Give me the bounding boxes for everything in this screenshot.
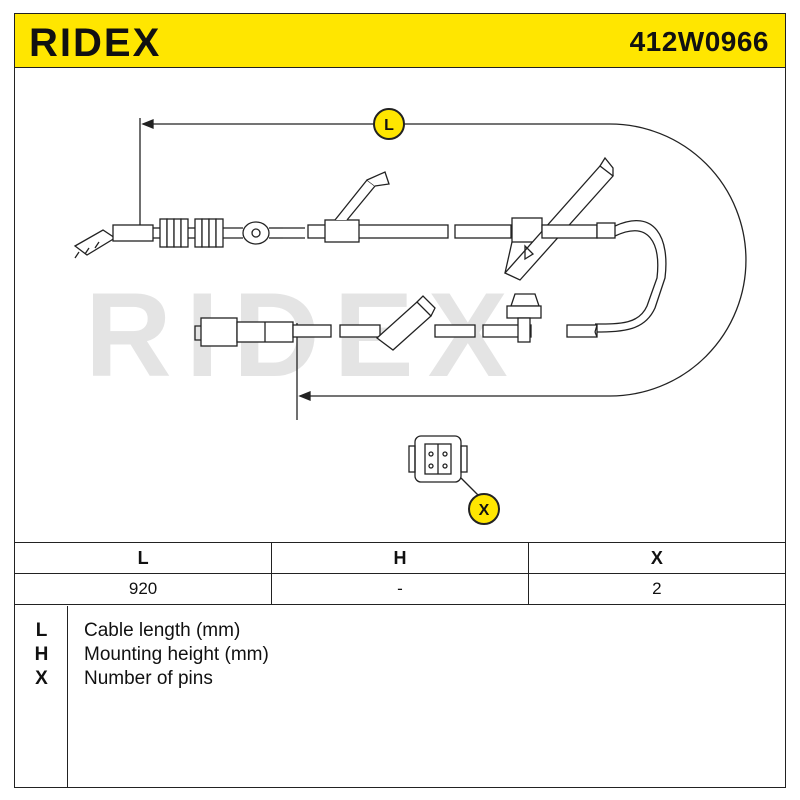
connector-pin-view [408, 435, 484, 501]
ridex-logo: RIDEX [29, 21, 161, 64]
cable-drawing: RIDEX [73, 108, 747, 525]
header-bar: RIDEX 412W0966 [15, 14, 785, 68]
callout-pins: X [468, 493, 500, 525]
legend-keys-column: L H X [15, 606, 68, 787]
lower-cable [194, 293, 598, 351]
length-dimension-line [139, 118, 747, 420]
legend-desc-x: Number of pins [84, 668, 213, 689]
header-cell-h: H [271, 542, 529, 574]
value-cell-x: 2 [527, 573, 785, 605]
value-cell-h: - [271, 573, 529, 605]
spec-sheet: RIDEX 412W0966 RIDEX [14, 13, 786, 788]
header-cell-l: L [15, 542, 273, 574]
legend: L H X Cable length (mm) Mounting height … [15, 606, 785, 787]
callout-pins-label: X [479, 502, 490, 519]
callout-length: L [373, 108, 405, 140]
header-cell-x: X [527, 542, 785, 574]
spec-table-value-row: 920 - 2 [15, 573, 785, 605]
spec-table: L H X 920 - 2 [15, 542, 785, 605]
legend-desc-l: Cable length (mm) [84, 620, 241, 641]
legend-key-l: L [35, 620, 48, 641]
spec-table-header-row: L H X [15, 542, 785, 574]
legend-key-x: X [35, 668, 48, 689]
legend-desc-h: Mounting height (mm) [84, 644, 269, 665]
part-number: 412W0966 [629, 26, 769, 57]
logo-text: RIDEX [29, 21, 161, 64]
callout-length-label: L [384, 117, 394, 134]
upper-cable [73, 156, 667, 333]
value-cell-l: 920 [15, 573, 273, 605]
legend-key-h: H [34, 644, 49, 665]
